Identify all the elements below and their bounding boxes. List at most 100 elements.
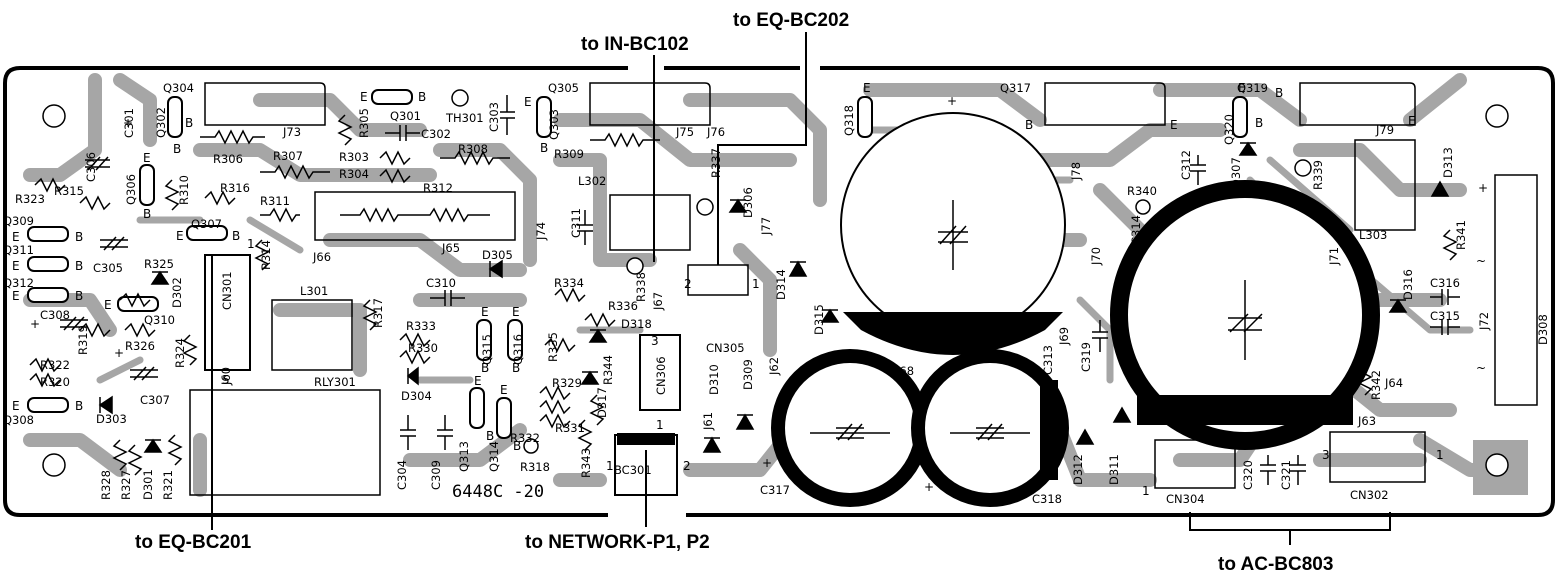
- ref-j66: J66: [312, 250, 331, 264]
- pin-b: B: [143, 207, 151, 221]
- ref-r323: R323: [15, 192, 45, 206]
- diode-symbols: [98, 141, 1450, 453]
- ref-j72: J72: [1477, 312, 1491, 331]
- pin-e: E: [12, 399, 20, 413]
- ref-q303: Q303: [547, 109, 561, 140]
- ref-r315: R315: [54, 184, 84, 198]
- ref-j74: J74: [534, 222, 548, 241]
- ref-d315: D315: [812, 304, 826, 335]
- ref-r341: R341: [1454, 220, 1468, 250]
- ref-d310: D310: [707, 364, 721, 395]
- ref-r303: R303: [339, 150, 369, 164]
- label-to-ac-bc803: to AC-BC803: [1218, 554, 1333, 575]
- ref-j70: J70: [1089, 247, 1103, 266]
- pin-e: E: [481, 305, 489, 319]
- ref-r321: R321: [161, 470, 175, 500]
- component-outlines: [189, 82, 1538, 496]
- ref-j60: J60: [219, 367, 233, 386]
- pin-e: E: [104, 298, 112, 312]
- board-code: 6448C -20: [452, 482, 544, 502]
- pin-b: B: [1275, 86, 1283, 100]
- pin-e: E: [1238, 81, 1246, 95]
- ref-c318: C318: [1032, 492, 1062, 506]
- ref-c304: C304: [395, 460, 409, 490]
- ref-q302: Q302: [154, 107, 168, 138]
- pin-e: E: [12, 289, 20, 303]
- ref-r316: R316: [220, 181, 250, 195]
- ref-j78: J78: [1069, 162, 1083, 181]
- ref-q301: Q301: [390, 109, 421, 123]
- pin-b: B: [486, 429, 494, 443]
- ref-r305: R305: [357, 108, 371, 138]
- ref-j77: J77: [759, 217, 773, 236]
- ref-d307: D307: [1229, 157, 1243, 188]
- ref-d316: D316: [1401, 269, 1415, 300]
- ref-cn302: CN302: [1350, 488, 1389, 502]
- ref-j71: J71: [1327, 247, 1341, 266]
- mounting-holes: [42, 104, 1509, 477]
- ref-r342: R342: [1369, 370, 1383, 400]
- ref-c309: C309: [429, 460, 443, 490]
- pin-b: B: [75, 259, 83, 273]
- pin-number: 5: [222, 373, 230, 387]
- ref-q309: Q309: [3, 214, 34, 228]
- ref-r322: R322: [40, 358, 70, 372]
- pin-number: 1: [606, 459, 614, 473]
- capacitor-symbols: [60, 95, 1460, 485]
- ref-q306: Q306: [124, 174, 138, 205]
- ref-r344: R344: [601, 355, 615, 385]
- ref-q305: Q305: [548, 81, 579, 95]
- polarity-ac: ~: [1476, 361, 1486, 375]
- ref-l301: L301: [300, 284, 328, 298]
- ref-r326: R326: [125, 339, 155, 353]
- pin-e: E: [12, 230, 20, 244]
- ref-d311: D311: [1107, 454, 1121, 485]
- ref-d303: D303: [96, 412, 127, 426]
- ref-q318: Q318: [842, 105, 856, 136]
- ref-l303: L303: [1359, 228, 1387, 242]
- pin-number: 2: [683, 459, 691, 473]
- ref-c312: C312: [1179, 150, 1193, 180]
- pin-e: E: [1408, 114, 1416, 128]
- ref-d301: D301: [141, 469, 155, 500]
- pin-b: B: [481, 361, 489, 375]
- ref-q310: Q310: [144, 313, 175, 327]
- polarity-plus: +: [114, 346, 124, 360]
- ref-d312: D312: [1071, 454, 1085, 485]
- ref-r325: R325: [144, 257, 174, 271]
- label-to-eq-bc201: to EQ-BC201: [135, 532, 252, 553]
- pin-b: B: [75, 289, 83, 303]
- polarity-ac: ~: [1476, 254, 1486, 268]
- ref-j63: J63: [1357, 414, 1376, 428]
- ref-c315: C315: [1430, 309, 1460, 323]
- ref-c302: C302: [421, 127, 451, 141]
- ref-c303: C303: [487, 102, 501, 132]
- ref-q312: Q312: [3, 276, 34, 290]
- pin-b: B: [512, 361, 520, 375]
- pin-number: 1: [752, 277, 760, 291]
- ref-r339: R339: [1311, 160, 1325, 190]
- polarity-plus: +: [947, 94, 957, 108]
- electrolytic-capacitors: [771, 112, 1380, 507]
- ref-d302: D302: [170, 277, 184, 308]
- ref-d305: D305: [482, 248, 513, 262]
- pin-e: E: [524, 95, 532, 109]
- ref-cn304: CN304: [1166, 492, 1205, 506]
- ref-c311: C311: [569, 208, 583, 238]
- ref-r319: R319: [76, 325, 90, 355]
- ref-r330: R330: [408, 341, 438, 355]
- ref-rly301: RLY301: [314, 375, 356, 389]
- ref-j61: J61: [701, 412, 715, 431]
- ref-j75: J75: [675, 125, 694, 139]
- ref-r309: R309: [554, 147, 584, 161]
- ref-r340: R340: [1127, 184, 1157, 198]
- ref-j65: J65: [441, 241, 460, 255]
- ref-cn305: CN305: [706, 341, 745, 355]
- ref-r314: R314: [259, 240, 273, 270]
- ref-c301: C301: [122, 108, 136, 138]
- pin-e: E: [500, 383, 508, 397]
- test-points: [451, 89, 1312, 454]
- ref-q317: Q317: [1000, 81, 1031, 95]
- ref-r312: R312: [423, 181, 453, 195]
